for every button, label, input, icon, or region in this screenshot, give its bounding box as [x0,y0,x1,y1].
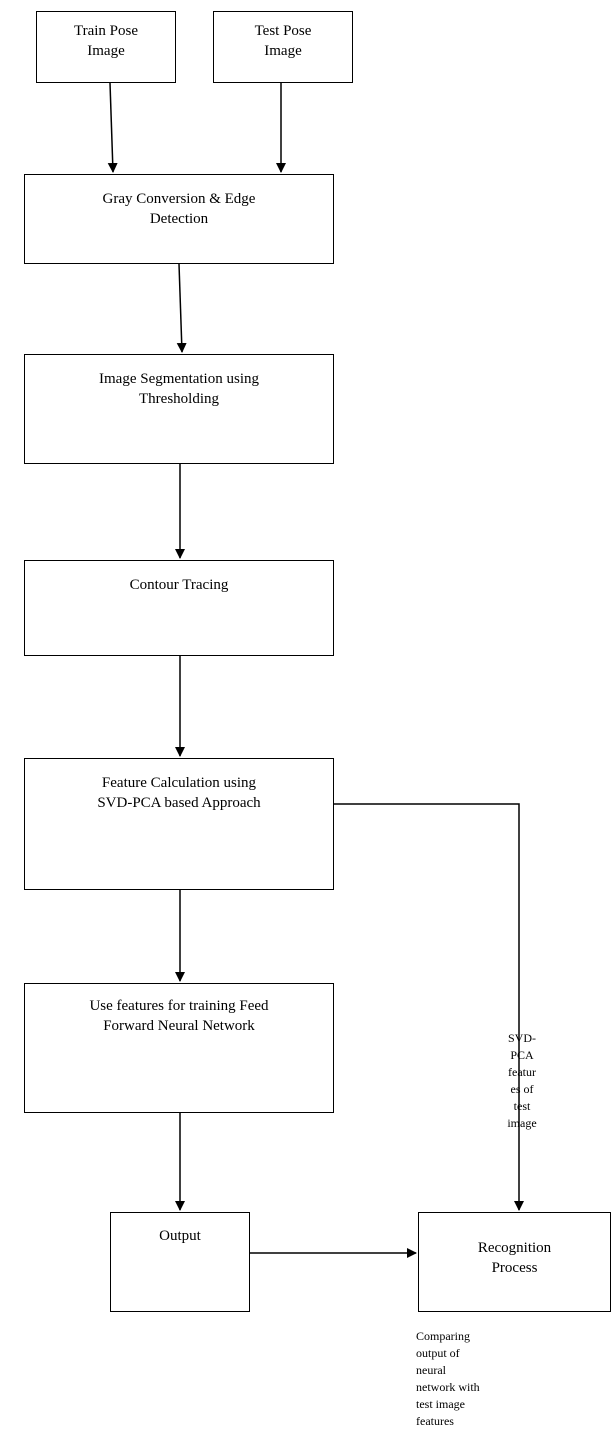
svd-note-line: test [513,1099,531,1113]
image-segmentation-box: Image Segmentation using Thresholding [24,354,334,464]
train-pose-image-box: Train Pose Image [36,11,176,83]
compare-note-line: output of [416,1346,460,1360]
segmentation-line-1: Image Segmentation using [99,371,259,387]
ffnn-line-2: Forward Neural Network [103,1018,255,1034]
svd-note-line: featur [508,1065,536,1079]
compare-note-line: neural [416,1363,446,1377]
compare-note-line: test image [416,1397,465,1411]
arrow-feature-to-recognition [334,803,524,1211]
neural-network-training-box: Use features for training Feed Forward N… [24,983,334,1113]
output-box: Output [110,1212,250,1312]
test-pose-image-box: Test Pose Image [213,11,353,83]
gray-conversion-box: Gray Conversion & Edge Detection [24,174,334,264]
svd-note-line: PCA [510,1048,534,1062]
test-pose-line-2: Image [264,43,302,59]
svd-note-line: image [507,1116,537,1130]
compare-note-line: network with [416,1380,480,1394]
recognition-line-2: Process [491,1260,538,1276]
feature-calculation-box: Feature Calculation using SVD-PCA based … [24,758,334,890]
ffnn-line-1: Use features for training Feed [89,998,269,1014]
gray-conversion-line-2: Detection [149,211,209,227]
test-pose-line-1: Test Pose [254,23,312,39]
feature-line-1: Feature Calculation using [101,775,257,791]
arrow-gray-to-segmentation [176,263,187,353]
arrow-train-to-gray [107,82,118,173]
gray-conversion-line-1: Gray Conversion & Edge [102,191,256,207]
svd-features-note: SVD- PCA featur es of test image [500,1030,544,1132]
compare-note-line: features [416,1414,454,1428]
comparing-output-note: Comparing output of neural network with … [416,1328,506,1430]
svd-note-line: SVD- [507,1031,536,1045]
compare-note-line: Comparing [416,1329,470,1343]
recognition-line-1: Recognition [477,1240,552,1256]
feature-line-2: SVD-PCA based Approach [97,795,261,811]
segmentation-line-2: Thresholding [139,391,219,407]
recognition-process-box: Recognition Process [418,1212,611,1312]
train-pose-line-1: Train Pose [73,23,139,39]
contour-line-1: Contour Tracing [129,577,229,593]
output-line-1: Output [159,1228,201,1244]
contour-tracing-box: Contour Tracing [24,560,334,656]
svd-note-line: es of [510,1082,534,1096]
train-pose-line-2: Image [87,43,125,59]
